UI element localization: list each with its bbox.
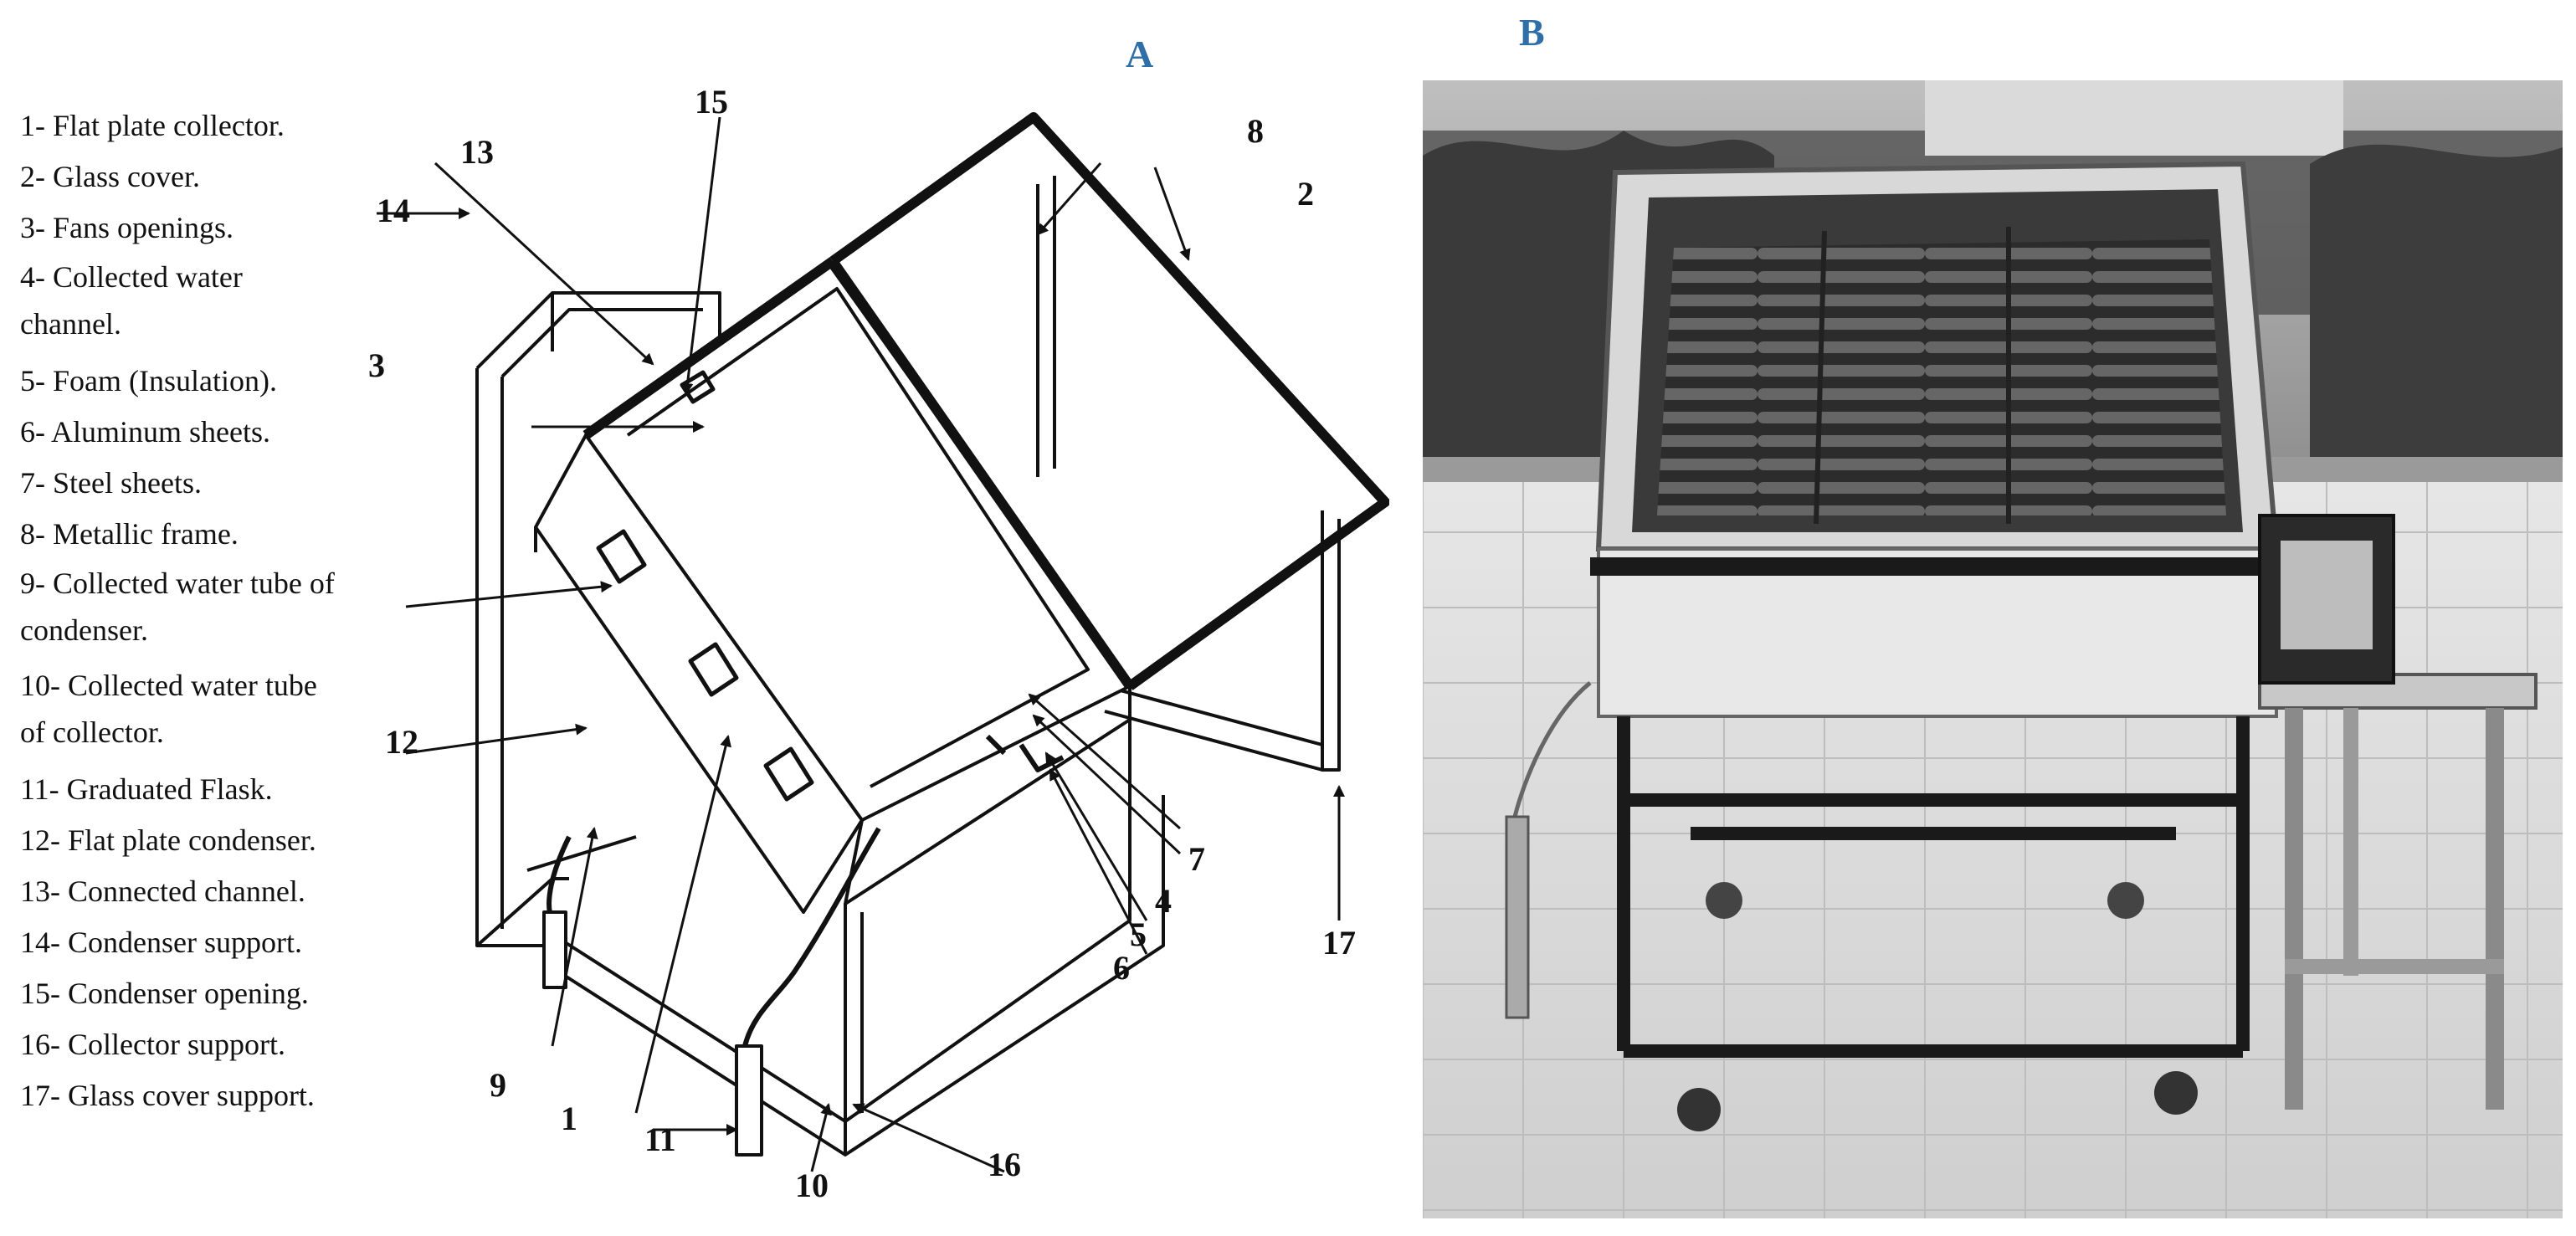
photo-coils — [1657, 239, 2226, 515]
legend-item-5: 5- Foam (Insulation). — [20, 364, 277, 397]
still-photograph — [1423, 80, 2563, 1218]
panel-label-a: A — [1126, 33, 1154, 75]
callout-3: 3 — [368, 346, 385, 384]
legend-item-15: 15- Condenser opening. — [20, 977, 309, 1010]
callout-5: 5 — [1130, 915, 1147, 953]
legend: 1- Flat plate collector. 2- Glass cover.… — [20, 100, 355, 1121]
callout-2: 2 — [1297, 175, 1314, 213]
graduated-flask-condenser — [542, 910, 567, 989]
glass-cover-support-frame — [1036, 176, 1341, 772]
callout-14: 14 — [377, 192, 410, 229]
callout-16: 16 — [988, 1146, 1021, 1183]
graduated-flask-collector — [735, 1044, 763, 1157]
callout-11: 11 — [644, 1121, 676, 1158]
callout-9: 9 — [490, 1066, 506, 1104]
callout-arrows — [377, 116, 1345, 1173]
legend-item-12: 12- Flat plate condenser. — [20, 823, 316, 857]
callout-15: 15 — [695, 84, 728, 121]
callout-6: 6 — [1113, 949, 1130, 987]
legend-item-17: 17- Glass cover support. — [20, 1079, 315, 1112]
legend-item-10: 10- Collected water tube of collector. — [20, 669, 317, 749]
callout-1: 1 — [561, 1100, 577, 1137]
legend-item-14: 14- Condenser support. — [20, 926, 302, 959]
legend-item-7: 7- Steel sheets. — [20, 466, 202, 500]
callout-17: 17 — [1322, 924, 1356, 962]
legend-item-13: 13- Connected channel. — [20, 874, 305, 908]
photo-side-table — [2258, 514, 2538, 1110]
fans-openings — [596, 370, 814, 802]
photo-box-body — [1597, 547, 2278, 718]
legend-item-8: 8- Metallic frame. — [20, 517, 239, 551]
callout-10: 10 — [795, 1167, 829, 1204]
callout-8: 8 — [1247, 112, 1264, 150]
legend-item-2: 2- Glass cover. — [20, 160, 200, 193]
photo-trolley — [1617, 716, 2250, 1058]
glass-cover-frame — [582, 112, 1389, 690]
legend-item-6: 6- Aluminum sheets. — [20, 415, 270, 449]
photo-flask — [1505, 815, 1530, 1019]
callout-13: 13 — [460, 133, 494, 171]
legend-item-16: 16- Collector support. — [20, 1028, 285, 1061]
legend-item-11: 11- Graduated Flask. — [20, 772, 273, 806]
legend-item-4: 4- Collected water channel. — [20, 260, 243, 341]
legend-item-1: 1- Flat plate collector. — [20, 109, 285, 142]
photo-wheel — [1677, 1088, 1721, 1131]
legend-item-9: 9- Collected water tube of condenser. — [20, 567, 335, 647]
panel-label-b: B — [1519, 11, 1545, 54]
callout-4: 4 — [1155, 882, 1172, 920]
still-line-diagram: 3 15 13 14 8 2 12 9 1 11 10 16 7 4 5 6 1… — [368, 84, 1389, 1204]
callout-7: 7 — [1188, 840, 1205, 878]
callout-12: 12 — [385, 723, 418, 761]
legend-item-3: 3- Fans openings. — [20, 211, 233, 244]
